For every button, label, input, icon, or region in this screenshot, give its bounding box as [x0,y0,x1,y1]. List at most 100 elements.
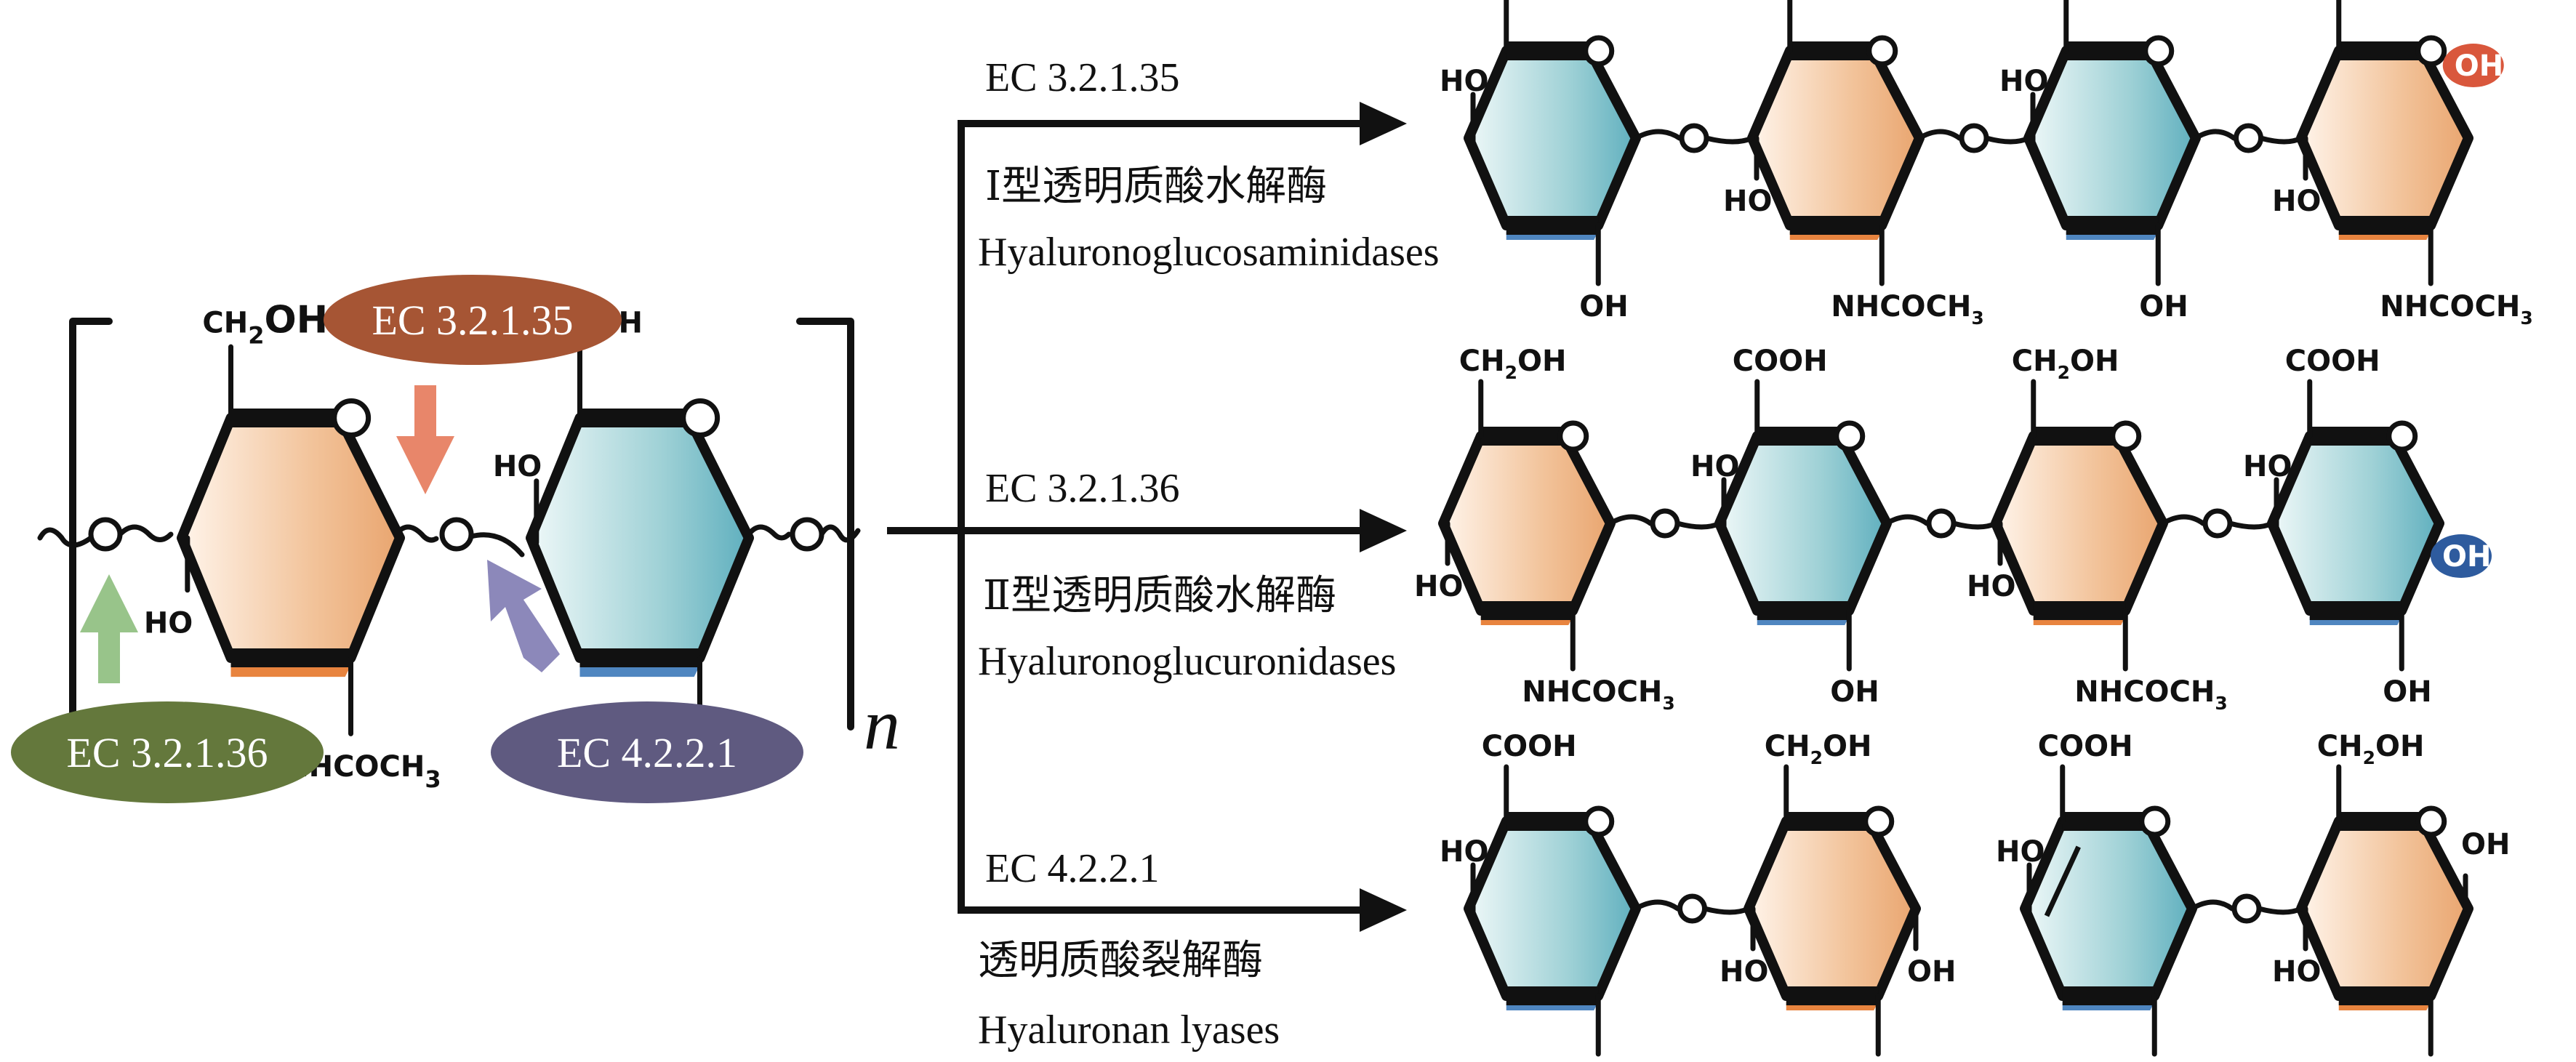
glycosidic-oxygen-center [439,517,474,552]
ring-oxygen [2415,35,2447,67]
ring-oxygen [1583,805,1615,837]
oh-label: OH [1907,955,1956,989]
branch-2-ec: EC 3.2.1.36 [985,466,1180,511]
branch-3-name-en: Hyaluronan lyases [978,1007,1280,1053]
glycosidic-oxygen [2202,508,2233,539]
ho-label: HO [1723,185,1772,218]
enzyme-tag-ec-3-2-1-35: EC 3.2.1.35 [324,275,622,365]
nhcoch3-label: NHCOCH3 [1522,675,1675,714]
glycosidic-oxygen-left [88,517,123,552]
ho-label: HO [2272,955,2321,989]
chain-bond [819,524,861,543]
ho-label: HO [1440,835,1488,869]
cooh-label: COOH [2285,345,2380,378]
glycosidic-oxygen [1959,123,1989,153]
branch-labels: EC 3.2.1.35 Ⅰ型透明质酸水解酶 Hyaluronoglucosami… [978,55,1440,1053]
oh-label: OH [2383,675,2431,709]
chain-bond [117,524,174,542]
glycosidic-bond [1704,135,1755,145]
nhcoch3-label: NHCOCH3 [1827,1061,1981,1062]
glycosidic-bond [1674,520,1722,530]
ho-label: HO [1996,835,2045,869]
reaction-arrows [887,102,1407,932]
nhcoch3-label: NHCOCH3 [2380,1061,2533,1062]
ho-label: HO [1440,65,1488,98]
glycosidic-oxygen-right [790,517,824,552]
chain-bond-left [37,527,94,548]
ring-oxygen [1866,35,1898,67]
glycosidic-bond [1702,906,1752,915]
cleavage-arrow-ec-3-2-1-35 [396,385,454,494]
highlighted-oh-label: OH [2455,49,2503,83]
glycosidic-bond [2227,520,2275,530]
glycosidic-bond [2258,135,2304,145]
ring-oxygen [2143,35,2175,67]
ho-label: HO [1690,450,1739,483]
oh-label: OH [1579,1061,1628,1062]
glycosidic-bond [2189,899,2235,912]
ring-oxygen [1834,420,1866,452]
ring-oxygen [2386,420,2418,452]
cleavage-arrow-ec-3-2-1-36 [80,574,138,683]
enzyme-tag-label: EC 3.2.1.36 [66,729,268,776]
glycosidic-oxygen [2231,893,2262,924]
oh-label: OH [2135,1061,2184,1062]
glycosidic-bond [1633,899,1680,912]
glycosidic-bond [1983,135,2031,145]
enzyme-tag-label: EC 4.2.2.1 [557,729,737,776]
oh-label: OH [1830,675,1879,709]
ring-oxygen [2110,420,2142,452]
cleavage-arrow-ec-4-2-2-1 [487,560,560,672]
glycosidic-bond [1951,520,1999,530]
branch-1-ec: EC 3.2.1.35 [985,55,1180,100]
ch2oh-label: CH2OH [1459,345,1567,383]
highlighted-reducing-end [2442,44,2504,87]
branch-1-name-en: Hyaluronoglucosaminidases [978,230,1440,275]
ch2oh-label: CH2OH [1765,730,1872,768]
branch-arrow-1 [958,102,1407,145]
glycosidic-bond [2256,906,2304,915]
ho-label: HO [493,450,542,483]
chain-bond [468,532,525,558]
enzyme-tag-ec-4-2-2-1: EC 4.2.2.1 [491,701,803,803]
ring-glcnac: CH2OH NHCOCH3 HO [1414,345,1675,714]
branch-1-name-zh: Ⅰ型透明质酸水解酶 [985,164,1327,209]
ring-oxygen [2139,805,2171,837]
ho-label: HO [2243,450,2292,483]
ring-glcnac: CH2OHNHCOCH3HOOH [1720,730,1981,1062]
branch-3-name-zh: 透明质酸裂解酶 [978,938,1263,983]
ring-glcnac: CH2OHNHCOCH3HOOH [2272,0,2533,329]
left-bracket [69,318,113,731]
nhcoch3-label: NHCOCH3 [1831,290,1984,329]
ho-label: HO [1414,570,1463,603]
glycosidic-bond [1608,514,1653,526]
glycosidic-oxygen [1650,508,1680,539]
cooh-label: COOH [2038,730,2133,763]
branch-2-name-en: Hyaluronoglucuronidases [978,639,1396,684]
ring-glcnac: CH2OHNHCOCH3HOOH [2272,730,2533,1062]
glycosidic-bond [1633,129,1682,141]
product-chain-2: CH2OHNHCOCH3HOCOOHOHHOCH2OHNHCOCH3HOCOOH… [1414,345,2492,714]
branch-arrow-2 [961,509,1407,552]
ring-oxygen [1863,805,1895,837]
glycosidic-bond [2160,514,2206,526]
ch2oh-label: CH2OH [202,299,328,350]
enzyme-tag-label: EC 3.2.1.35 [372,297,573,344]
ch2oh-label: CH2OH [2317,730,2425,768]
repeat-subscript-n: n [864,684,900,765]
ring-oxygen [1583,35,1615,67]
glycosidic-bond [1917,129,1962,141]
nhcoch3-label: NHCOCH3 [2380,290,2533,329]
chain-bond [393,524,439,543]
branch-3-ec: EC 4.2.2.1 [985,846,1160,891]
ring-oxygen [681,398,721,438]
ring-oxygen [332,398,372,438]
ring-oxygen [1557,420,1589,452]
cooh-label: COOH [1482,730,1577,763]
